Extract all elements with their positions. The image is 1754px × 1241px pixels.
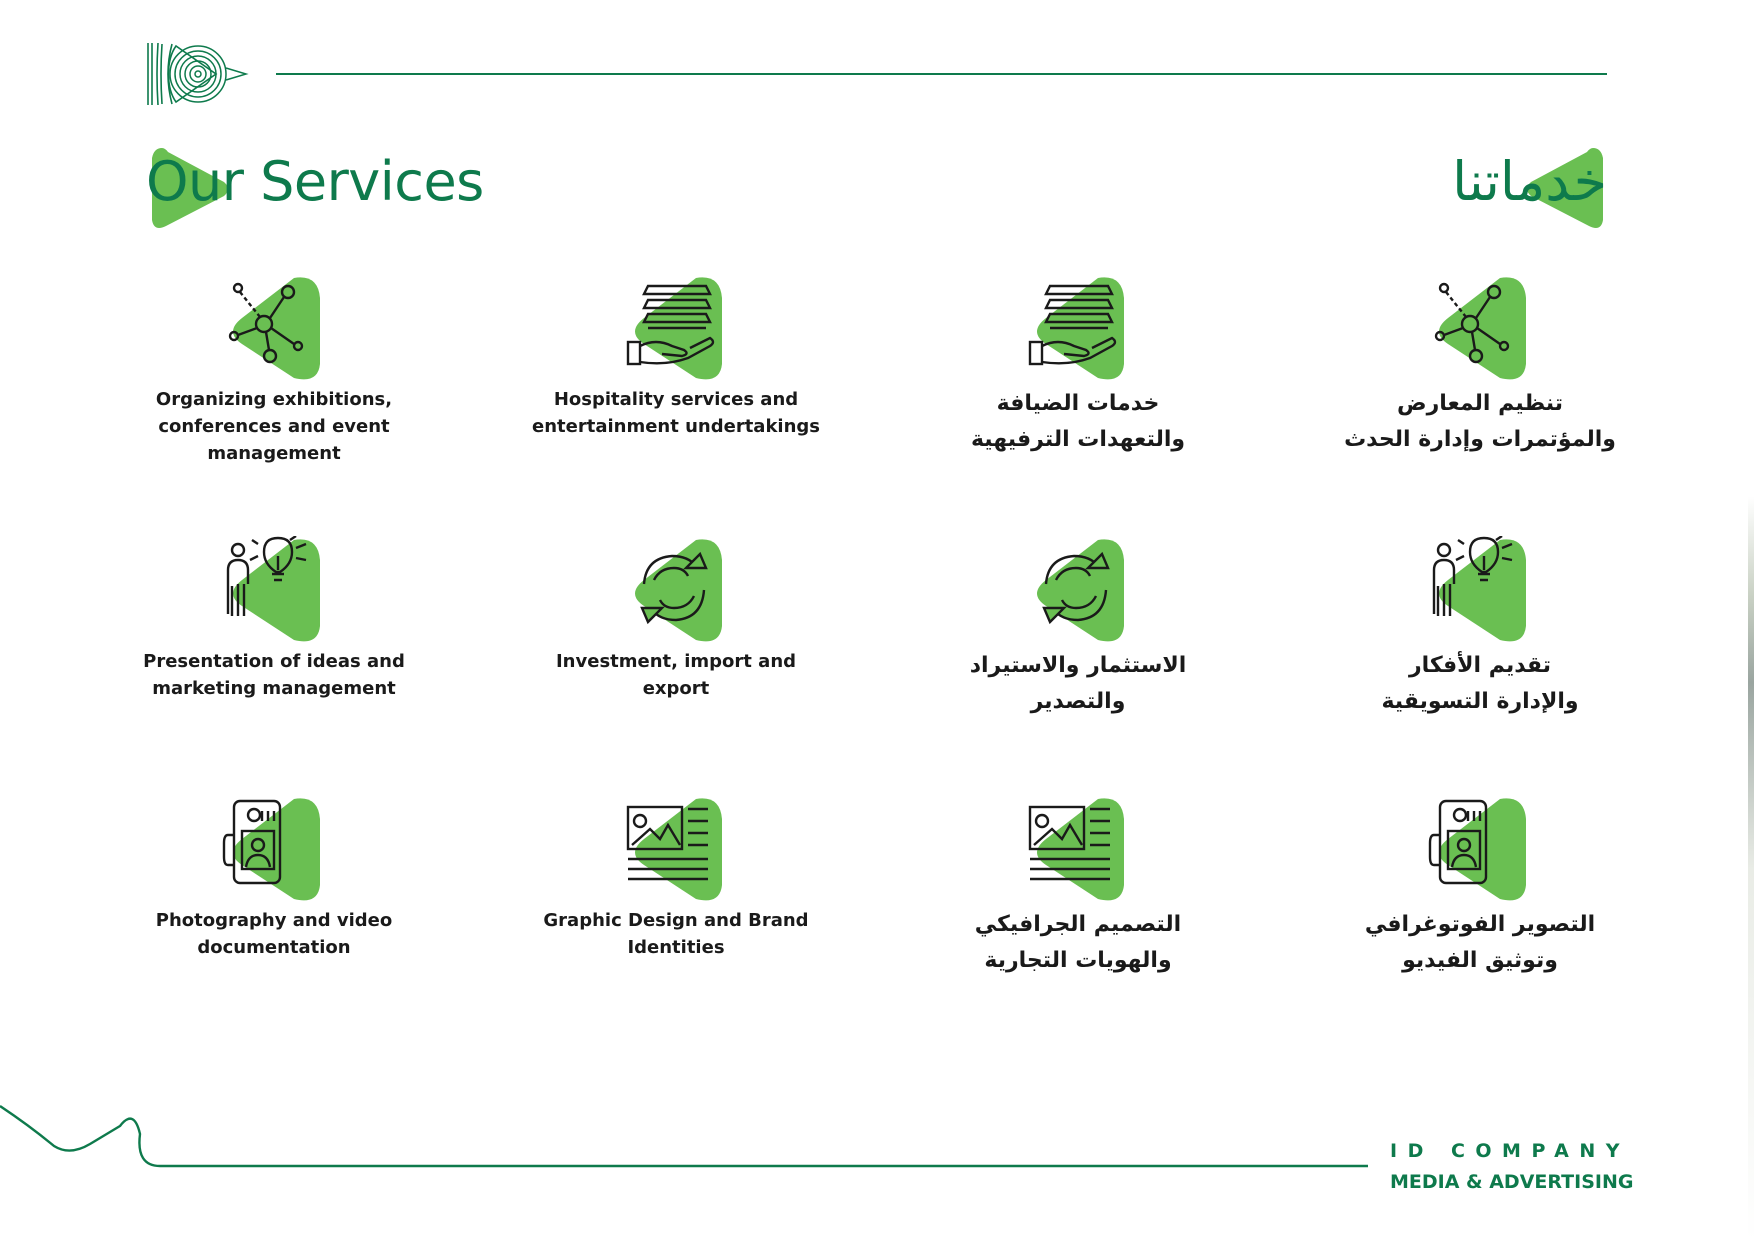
photo-id-device-icon <box>1426 795 1534 905</box>
page-title-arabic: خدماتنا <box>1452 150 1607 213</box>
service-card-photography-ar: التصوير الفوتوغرافي وتوثيق الفيديو <box>1310 795 1650 995</box>
service-label: الاستثمار والاستيراد والتصدير <box>969 653 1187 714</box>
green-triangle-shape <box>1527 148 1603 228</box>
service-label: Hospitality services and entertainment u… <box>532 389 820 437</box>
service-card-ideas-ar: تقديم الأفكار والإدارة التسويقية <box>1310 536 1650 736</box>
page-title-english: Our Services <box>146 150 484 213</box>
service-label: Investment, import and export <box>555 651 797 699</box>
company-logo <box>147 42 249 106</box>
service-label: خدمات الضيافة والتعهدات الترفيهية <box>970 391 1186 452</box>
service-card-hospitality-ar: خدمات الضيافة والتعهدات الترفيهية <box>908 274 1248 474</box>
service-card-hospitality-en: Hospitality services and entertainment u… <box>506 274 846 474</box>
green-triangle-shape <box>152 148 228 228</box>
company-tagline: MEDIA & ADVERTISING <box>1390 1171 1634 1193</box>
service-label: Photography and video documentation <box>155 910 393 958</box>
service-label: التصوير الفوتوغرافي وتوثيق الفيديو <box>1364 912 1596 973</box>
service-card-investment-en: Investment, import and export <box>506 536 846 736</box>
image-document-icon <box>622 795 730 905</box>
company-name: ID COMPANY <box>1390 1140 1631 1162</box>
service-card-photography-en: Photography and video documentation <box>104 795 444 995</box>
service-card-exhibitions-en: Organizing exhibitions, conferences and … <box>104 274 444 474</box>
service-label: تقديم الأفكار والإدارة التسويقية <box>1381 653 1579 714</box>
service-label: تنظيم المعارض والمؤتمرات وإدارة الحدث <box>1344 391 1616 452</box>
network-nodes-icon <box>220 274 328 384</box>
refresh-cycle-icon <box>1024 536 1132 646</box>
service-card-exhibitions-ar: تنظيم المعارض والمؤتمرات وإدارة الحدث <box>1310 274 1650 474</box>
person-lightbulb-icon <box>1426 536 1534 646</box>
heading-english: Our Services <box>146 144 484 236</box>
hand-holding-stack-icon <box>622 274 730 384</box>
refresh-cycle-icon <box>622 536 730 646</box>
service-label: Graphic Design and Brand Identities <box>543 910 809 958</box>
company-signature: ID COMPANY MEDIA & ADVERTISING <box>1390 1138 1634 1196</box>
heading-arabic: خدماتنا <box>1400 144 1607 236</box>
network-nodes-icon <box>1426 274 1534 384</box>
footer-wave-line <box>0 1105 1368 1168</box>
service-label: Presentation of ideas and marketing mana… <box>143 651 405 699</box>
service-label: Organizing exhibitions, conferences and … <box>155 389 393 464</box>
person-lightbulb-icon <box>220 536 328 646</box>
image-document-icon <box>1024 795 1132 905</box>
service-label: التصميم الجرافيكي والهويات التجارية <box>974 912 1182 973</box>
photo-id-device-icon <box>220 795 328 905</box>
service-card-investment-ar: الاستثمار والاستيراد والتصدير <box>908 536 1248 736</box>
service-card-graphic-design-en: Graphic Design and Brand Identities <box>506 795 846 995</box>
page-edge-shadow <box>1748 0 1754 1241</box>
service-card-ideas-en: Presentation of ideas and marketing mana… <box>104 536 444 736</box>
header-divider <box>276 73 1607 75</box>
service-card-graphic-design-ar: التصميم الجرافيكي والهويات التجارية <box>908 795 1248 995</box>
hand-holding-stack-icon <box>1024 274 1132 384</box>
